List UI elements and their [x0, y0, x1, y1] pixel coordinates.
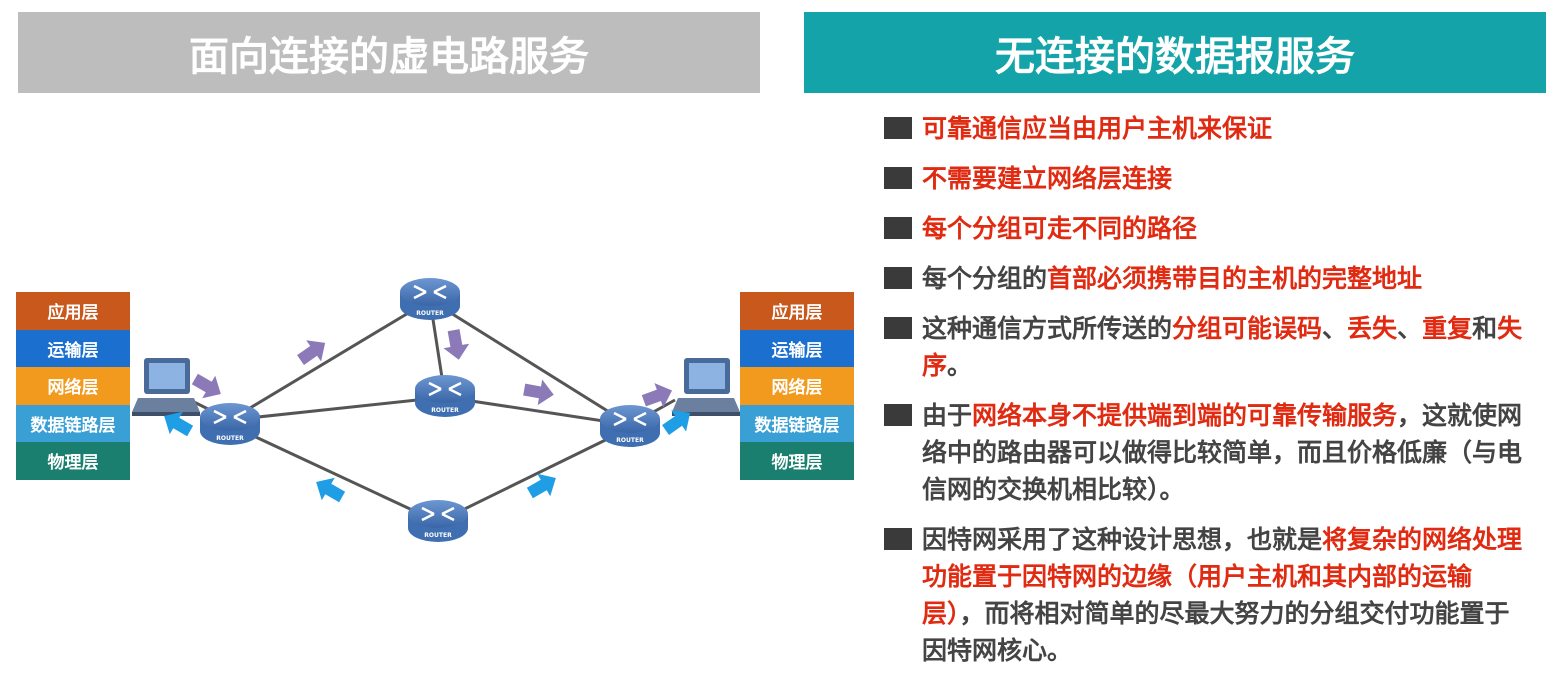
- layer-label: 网络层: [47, 378, 99, 399]
- body-text: 这种通信方式所传送的: [922, 314, 1173, 343]
- bullet-item: 这种通信方式所传送的分组可能误码、丢失、重复和失序。: [884, 310, 1534, 384]
- layer-application: 应用层: [740, 292, 854, 330]
- router-label: ROUTER: [424, 532, 452, 539]
- packet-arrow-forward-icon: [641, 383, 673, 408]
- packet-arrow-forward-icon: [523, 379, 554, 406]
- highlight-text: 失序: [922, 314, 1523, 380]
- bullet-item: 由于网络本身不提供端到端的可靠传输服务，这就使网络中的路由器可以做得比较简单，而…: [884, 397, 1534, 508]
- body-text: 。: [947, 351, 973, 380]
- host-computer-right-icon: [672, 358, 740, 416]
- layer-label: 应用层: [771, 303, 823, 324]
- highlight-text: 重复: [1422, 314, 1473, 343]
- datagram-service-points: 可靠通信应当由用户主机来保证不需要建立网络层连接每个分组可走不同的路径每个分组的…: [884, 110, 1534, 682]
- layer-label: 网络层: [771, 378, 823, 399]
- layer-label: 数据链路层: [754, 415, 840, 436]
- packet-arrow-forward-icon: [443, 329, 470, 360]
- host-computer-left-icon: [132, 358, 200, 416]
- packet-arrow-forward-icon: [297, 340, 326, 365]
- bullet-text: 因特网采用了这种设计思想，也就是将复杂的网络处理功能置于因特网的边缘（用户主机和…: [922, 521, 1534, 669]
- network-links: [189, 298, 676, 524]
- link: [444, 395, 631, 427]
- packet-arrow-return-icon: [526, 473, 556, 499]
- packet-arrow-return-icon: [164, 411, 194, 437]
- packet-arrow-forward-icon: [191, 373, 221, 399]
- protocol-stack-left: 应用层 运输层 网络层 数据链路层 物理层: [16, 292, 130, 480]
- router-icon: ROUTER: [415, 375, 475, 417]
- square-bullet-icon: [884, 528, 912, 550]
- bullet-item: 每个分组的首部必须携带目的主机的完整地址: [884, 260, 1534, 297]
- layer-transport: 运输层: [740, 329, 854, 367]
- bullet-text: 每个分组的首部必须携带目的主机的完整地址: [922, 260, 1534, 297]
- layer-transport: 运输层: [16, 329, 130, 367]
- router-icon: ROUTER: [408, 500, 468, 542]
- layer-label: 运输层: [771, 340, 823, 361]
- layer-label: 数据链路层: [30, 415, 116, 436]
- body-text: 和: [1472, 314, 1498, 343]
- layer-physical: 物理层: [16, 442, 130, 480]
- highlight-text: 每个分组可走不同的路径: [922, 214, 1198, 243]
- router-label: ROUTER: [616, 437, 644, 444]
- link: [429, 298, 631, 427]
- square-bullet-icon: [884, 317, 912, 339]
- square-bullet-icon: [884, 217, 912, 239]
- square-bullet-icon: [884, 267, 912, 289]
- square-bullet-icon: [884, 117, 912, 139]
- body-text: ，而将相对简单的尽最大努力的分组交付功能置于因特网核心。: [922, 599, 1510, 665]
- right-header-banner: 无连接的数据报服务: [804, 12, 1546, 93]
- bullet-text: 不需要建立网络层连接: [922, 160, 1534, 197]
- router-label: ROUTER: [216, 435, 244, 442]
- bullet-item: 因特网采用了这种设计思想，也就是将复杂的网络处理功能置于因特网的边缘（用户主机和…: [884, 521, 1534, 669]
- layer-network: 网络层: [740, 367, 854, 405]
- square-bullet-icon: [884, 404, 912, 426]
- link: [437, 426, 631, 524]
- router-icon: ROUTER: [400, 278, 460, 320]
- body-text: 、: [1322, 314, 1348, 343]
- body-text: 由于: [922, 401, 973, 430]
- square-bullet-icon: [884, 167, 912, 189]
- bullet-item: 可靠通信应当由用户主机来保证: [884, 110, 1534, 147]
- highlight-text: 首部必须携带目的主机的完整地址: [1047, 264, 1423, 293]
- bullet-text: 这种通信方式所传送的分组可能误码、丢失、重复和失序。: [922, 310, 1534, 384]
- bullet-text: 可靠通信应当由用户主机来保证: [922, 110, 1534, 147]
- bullet-item: 每个分组可走不同的路径: [884, 210, 1534, 247]
- layer-label: 物理层: [771, 453, 823, 474]
- network-diagram: ROUTER ROUTER ROUTER ROUTER ROUTER: [132, 278, 740, 542]
- layer-physical: 物理层: [740, 442, 854, 480]
- protocol-stack-right: 应用层 运输层 网络层 数据链路层 物理层: [740, 292, 854, 480]
- packet-arrow-return-icon: [316, 477, 346, 503]
- layer-datalink: 数据链路层: [16, 404, 130, 442]
- bullet-item: 不需要建立网络层连接: [884, 160, 1534, 197]
- body-text: ，这就使网络中的路由器可以做得比较简单，而且价格低廉（与电信网的交换机相比较）。: [922, 401, 1523, 504]
- layer-label: 运输层: [47, 340, 99, 361]
- bullet-text: 每个分组可走不同的路径: [922, 210, 1534, 247]
- highlight-text: 分组可能误码: [1172, 314, 1323, 343]
- link: [229, 423, 439, 524]
- right-header-title: 无连接的数据报服务: [995, 33, 1355, 80]
- router-label: ROUTER: [416, 310, 444, 317]
- highlight-text: 丢失: [1347, 314, 1398, 343]
- layer-application: 应用层: [16, 292, 130, 330]
- layer-label: 物理层: [47, 453, 99, 474]
- left-header-title: 面向连接的虚电路服务: [189, 33, 589, 80]
- router-icon: ROUTER: [200, 403, 260, 445]
- router-icon: ROUTER: [600, 405, 660, 447]
- link: [229, 395, 446, 422]
- packet-arrow-return-icon: [662, 410, 691, 435]
- layer-label: 应用层: [47, 303, 99, 324]
- highlight-text: 可靠通信应当由用户主机来保证: [922, 114, 1273, 143]
- body-text: 、: [1397, 314, 1423, 343]
- bullet-text: 由于网络本身不提供端到端的可靠传输服务，这就使网络中的路由器可以做得比较简单，而…: [922, 397, 1534, 508]
- layer-network: 网络层: [16, 367, 130, 405]
- highlight-text: 不需要建立网络层连接: [922, 164, 1173, 193]
- layer-datalink: 数据链路层: [740, 404, 854, 442]
- highlight-text: 将复杂的网络处理功能置于因特网的边缘（用户主机和其内部的运输层）: [922, 525, 1523, 628]
- link: [229, 298, 431, 422]
- body-text: 每个分组的: [922, 264, 1048, 293]
- left-header-banner: 面向连接的虚电路服务: [18, 12, 760, 93]
- highlight-text: 网络本身不提供端到端的可靠传输服务: [972, 401, 1398, 430]
- router-label: ROUTER: [431, 407, 459, 414]
- body-text: 因特网采用了这种设计思想，也就是: [922, 525, 1323, 554]
